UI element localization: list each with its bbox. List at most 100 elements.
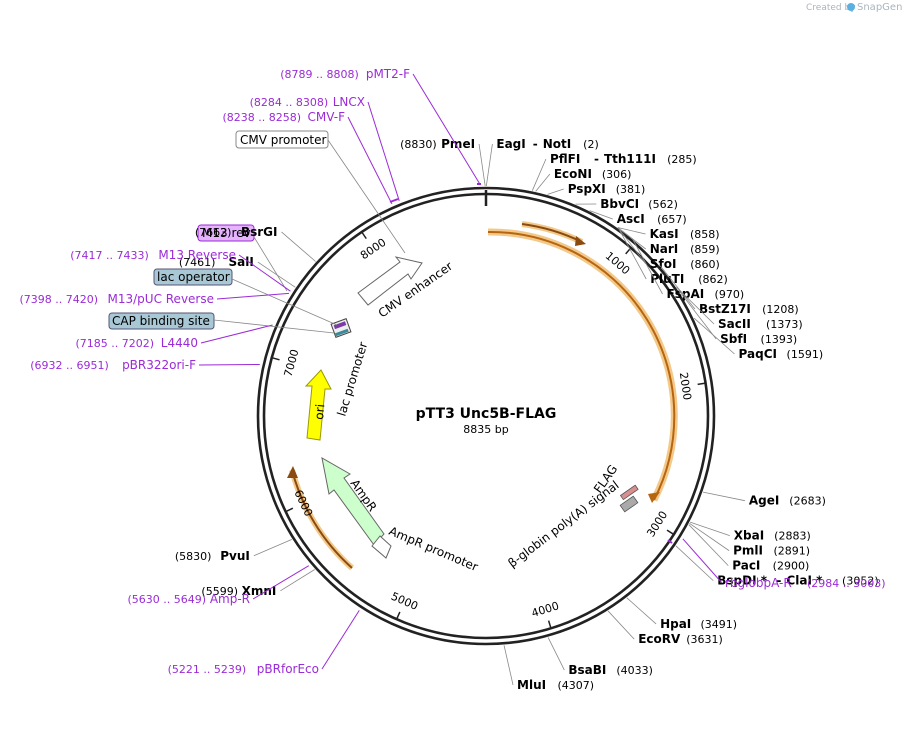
cap-site-label: CAP binding site [112, 314, 210, 328]
primer-ampr[interactable]: Amp-R(5630 .. 5649) [127, 565, 310, 606]
ampr-orf-arc [291, 469, 353, 569]
site-pflfi[interactable]: PflFI-Tth111I(285) [531, 152, 697, 191]
site-pmli[interactable]: PmlI(2891) [689, 522, 810, 558]
site-sfoi[interactable]: SfoI(860) [617, 227, 720, 271]
site-position: (860) [690, 258, 720, 271]
cap-site-leader [213, 319, 335, 334]
site-leader [689, 521, 730, 537]
site-paci[interactable]: PacI (2900) [688, 524, 810, 573]
site-paqci[interactable]: PaqCI(1591) [693, 317, 823, 361]
site-mlui[interactable]: MluI(4307) [503, 645, 594, 692]
primer-lncx[interactable]: LNCX (8284 .. 8308) [250, 95, 400, 201]
primer-name: rbglobpA-R [725, 576, 792, 590]
snapgene-credit: Created by SnapGene [806, 2, 903, 13]
site-name: BstZ17I [699, 302, 751, 316]
tick-label: 4000 [530, 599, 561, 620]
site-dash: - [533, 137, 538, 151]
site-leader [547, 188, 564, 195]
primer-m13reverse[interactable]: M13 Reverse(7417 .. 7433) [70, 248, 291, 292]
site-position: (970) [715, 288, 745, 301]
site-leader [485, 143, 493, 187]
primer-m13pucreverse[interactable]: M13/pUC Reverse(7398 .. 7420) [19, 292, 290, 306]
site-position: (859) [690, 243, 720, 256]
site-eagi[interactable]: EagI-NotI(2) [485, 137, 599, 187]
plasmid-name: pTT3 Unc5B-FLAG [416, 406, 557, 422]
primer-pbrforeco[interactable]: pBRforEco(5221 .. 5239) [168, 610, 360, 676]
primer-range: (8238 .. 8258) [222, 111, 301, 124]
cap-site-box [108, 312, 215, 330]
primer-cmvf[interactable]: CMV-F(8238 .. 8258) [222, 110, 393, 205]
primer-l4440[interactable]: L4440(7185 .. 7202) [75, 324, 273, 350]
ampr-promoter-arrow [371, 535, 392, 559]
primer-leader [252, 565, 310, 600]
site-position: (381) [616, 183, 646, 196]
tick-label: 2000 [677, 371, 694, 401]
site-bsrgi[interactable]: BsrGI (7662) [195, 225, 316, 262]
site-bsabi[interactable]: BsaBI(4033) [547, 637, 653, 677]
primer-leader [367, 101, 400, 201]
site-econi[interactable]: EcoNI(306) [535, 167, 632, 192]
m13-rev-label: M13 rev [202, 226, 251, 240]
site-leader [535, 173, 551, 192]
site-ecorv[interactable]: EcoRV(3631) [607, 610, 723, 646]
site-bstz17i[interactable]: BstZ17I(1208) [659, 265, 799, 316]
site-name: PacI [732, 559, 760, 573]
primer-name: LNCX [333, 95, 365, 109]
primer-range: (5630 .. 5649) [127, 593, 206, 606]
site-leader [607, 610, 635, 640]
primer-name: M13 Reverse [158, 248, 236, 262]
site-leader [478, 143, 486, 187]
cmv-promoter-box [235, 130, 329, 149]
site-nari[interactable]: NarI(859) [617, 227, 720, 256]
site-xmni[interactable]: XmnI(5599) [201, 569, 315, 598]
site-leader [678, 289, 717, 340]
site-pluti[interactable]: PluTI(862) [617, 227, 728, 286]
site-leader [626, 597, 657, 625]
site-position: (2883) [774, 530, 811, 543]
site-kasi[interactable]: KasI(858) [617, 227, 720, 241]
site-pmei[interactable]: PmeI(8830) [400, 137, 486, 187]
site-bbvci[interactable]: BbvCI(562) [575, 197, 678, 211]
site-pspxi[interactable]: PspXI(381) [547, 182, 646, 196]
site-position: (2900) [773, 560, 810, 573]
primer-pbr322orif[interactable]: pBR322ori-F(6932 .. 6951) [30, 358, 260, 372]
site-leader [688, 524, 729, 566]
primer-leader [321, 610, 360, 670]
lac-promoter-label: lac promoter [334, 340, 370, 418]
site-fspai[interactable]: FspAI(970) [632, 238, 745, 301]
site-leader [693, 317, 735, 355]
primer-range: (8284 .. 8308) [250, 96, 329, 109]
site-dash: - [594, 152, 599, 166]
tick-mark [547, 620, 552, 629]
site-leader [676, 286, 715, 325]
site-pvui[interactable]: PvuI(5830) [175, 539, 293, 563]
site-leader [617, 227, 647, 280]
site-leader [632, 238, 663, 295]
site-hpai[interactable]: HpaI(3491) [626, 597, 737, 631]
site-name: PluTI [650, 272, 684, 286]
site-name: HpaI [660, 617, 691, 631]
site-position: (4033) [616, 664, 653, 677]
site-position: (2891) [773, 545, 810, 558]
site-position: (7662) [195, 226, 232, 239]
site-position: (306) [602, 168, 632, 181]
site-leader [659, 265, 696, 310]
primer-rbglobpar[interactable]: rbglobpA-R(2984 .. 3003) [682, 538, 886, 590]
site-sbfi[interactable]: SbfI(1393) [678, 289, 798, 346]
primer-pmt2f[interactable]: pMT2-F(8789 .. 8808) [280, 67, 481, 185]
site-xbai[interactable]: XbaI(2883) [689, 521, 811, 543]
site-position: (1393) [761, 333, 798, 346]
site-sacii[interactable]: SacII(1373) [676, 286, 803, 331]
site-leader [589, 210, 613, 220]
site-sali[interactable]: SalI(7461) [179, 255, 296, 288]
site-asci[interactable]: AscI(657) [589, 210, 687, 226]
site-agei[interactable]: AgeI(2683) [702, 491, 826, 508]
site-bspdi[interactable]: BspDI *-ClaI *(3052) [675, 545, 879, 588]
site-name: BsrGI [241, 225, 278, 239]
tick-label: 8000 [358, 236, 388, 262]
primer-leader [238, 254, 291, 292]
site-leader [281, 231, 316, 262]
primer-name: L4440 [161, 336, 198, 350]
